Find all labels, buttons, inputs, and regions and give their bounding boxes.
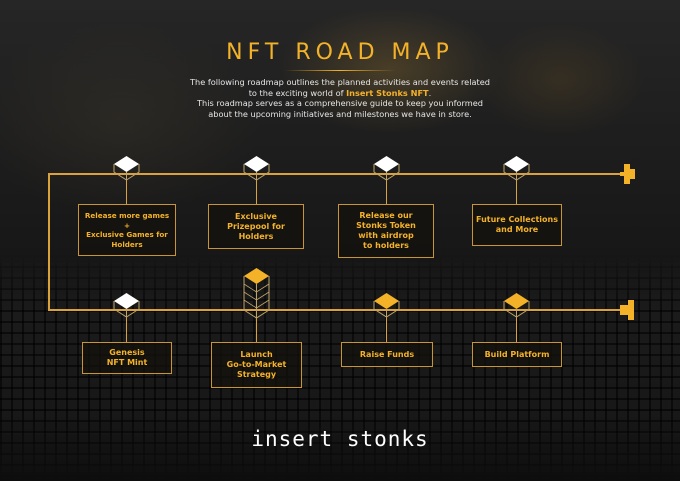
diamond-gem-icon <box>373 293 400 318</box>
milestone-bottom-2: Launch Go-to-Market Strategy <box>211 342 302 388</box>
diamond-gem-icon <box>113 156 140 181</box>
milestone-top-4: Future Collections and More <box>472 204 562 246</box>
diamond-gem-icon <box>503 156 530 181</box>
stem-bottom-3 <box>386 310 387 342</box>
milestone-text: and More <box>495 225 539 234</box>
milestone-text: with airdrop <box>358 231 414 240</box>
milestone-text: NFT Mint <box>106 358 148 367</box>
milestone-top-2: Exclusive Prizepool for Holders <box>208 204 304 249</box>
milestone-text: Release more games <box>84 211 170 220</box>
milestone-bottom-3: Raise Funds <box>341 342 433 367</box>
milestone-text: to holders <box>363 241 409 250</box>
intro-line-3: This roadmap serves as a comprehensive g… <box>197 98 483 108</box>
milestone-text: Prizepool for <box>227 221 285 231</box>
diamond-gem-icon <box>113 293 140 318</box>
milestone-top-3: Release our Stonks Token with airdrop to… <box>338 204 434 258</box>
tower-gem-icon <box>243 268 270 319</box>
stem-top-3 <box>386 174 387 204</box>
intro-line-2-pre: to the exciting world of <box>248 87 347 98</box>
pixel-grid-background <box>0 255 680 481</box>
milestone-text: Holders <box>238 231 274 241</box>
diamond-gem-icon <box>373 156 400 181</box>
left-connector-line <box>48 173 50 310</box>
milestone-text: Genesis <box>109 348 145 357</box>
milestone-bottom-1: Genesis NFT Mint <box>82 342 172 374</box>
intro-line-1: The following roadmap outlines the plann… <box>190 77 490 87</box>
intro-text: The following roadmap outlines the plann… <box>170 77 510 119</box>
stem-bottom-1 <box>126 310 127 342</box>
arrow-end-icon <box>620 300 634 320</box>
milestone-text: Exclusive <box>235 211 277 221</box>
milestone-text: Future Collections <box>476 215 558 224</box>
milestone-top-1: Release more games + Exclusive Games for… <box>78 204 176 256</box>
arrow-end-icon <box>620 164 635 184</box>
milestone-text: + <box>123 220 131 230</box>
stem-top-4 <box>516 174 517 204</box>
milestone-text: Build Platform <box>484 349 550 359</box>
page-title: NFT ROAD MAP <box>226 40 454 65</box>
milestone-text: Launch <box>240 350 273 359</box>
bottom-timeline-line <box>48 309 624 311</box>
milestone-text: Holders <box>111 239 143 249</box>
top-timeline-line <box>48 173 624 175</box>
intro-line-2: to the exciting world of Insert Stonks N… <box>170 88 510 99</box>
stem-top-2 <box>256 174 257 204</box>
diamond-gem-icon <box>503 293 530 318</box>
brand-logo: insert stonks <box>251 427 429 451</box>
intro-line-2-post: . <box>428 87 432 98</box>
intro-line-4: about the upcoming initiatives and miles… <box>208 108 472 119</box>
stem-bottom-2 <box>256 310 257 342</box>
milestone-text: Exclusive Games for <box>86 230 168 239</box>
diamond-gem-icon <box>243 156 270 181</box>
intro-highlight: Insert Stonks NFT <box>346 87 429 98</box>
stem-bottom-4 <box>516 310 517 342</box>
milestone-text: Release our <box>359 211 413 220</box>
milestone-text: Strategy <box>236 370 277 379</box>
title-underline <box>285 70 395 71</box>
stem-top-1 <box>126 174 127 204</box>
milestone-bottom-4: Build Platform <box>472 342 562 367</box>
milestone-text: Go-to-Market <box>226 360 287 369</box>
milestone-text: Raise Funds <box>359 349 415 359</box>
milestone-text: Stonks Token <box>356 221 416 230</box>
